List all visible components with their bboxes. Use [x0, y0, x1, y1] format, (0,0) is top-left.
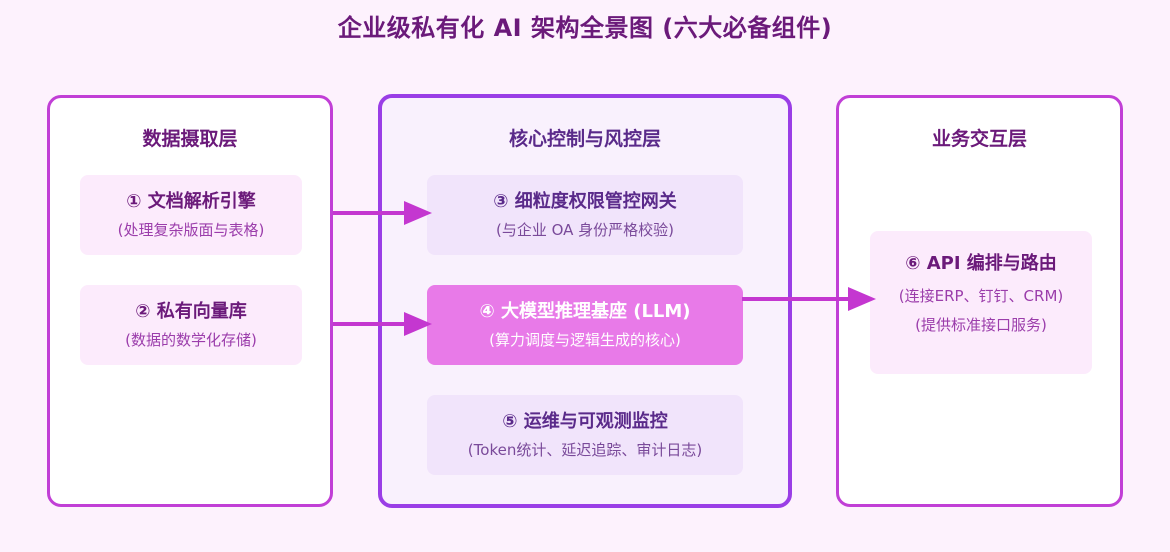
card-subtitle: (算力调度与逻辑生成的核心): [489, 331, 681, 349]
card-title: ⑥ API 编排与路由: [905, 253, 1057, 274]
panel-title-core-control: 核心控制与风控层: [508, 128, 661, 150]
panel-title-data-ingestion: 数据摄取层: [142, 128, 238, 150]
arrow-parser-to-gateway: [333, 201, 432, 225]
card-title: ③ 细粒度权限管控网关: [493, 191, 677, 212]
card-permission-gateway: ③ 细粒度权限管控网关 (与企业 OA 身份严格校验): [427, 175, 743, 255]
panel-data-ingestion: 数据摄取层 ① 文档解析引擎 (处理复杂版面与表格) ② 私有向量库 (数据的数…: [47, 95, 333, 507]
card-subtitle: (与企业 OA 身份严格校验): [495, 221, 675, 239]
card-ops-monitoring: ⑤ 运维与可观测监控 (Token统计、延迟追踪、审计日志): [427, 395, 743, 475]
arrow-vector-to-llm: [333, 312, 432, 336]
card-llm-inference-base: ④ 大模型推理基座 (LLM) (算力调度与逻辑生成的核心): [427, 285, 743, 365]
card-title: ② 私有向量库: [135, 301, 247, 322]
card-subtitle: (处理复杂版面与表格): [117, 221, 265, 239]
card-title: ① 文档解析引擎: [126, 191, 256, 212]
card-document-parser: ① 文档解析引擎 (处理复杂版面与表格): [80, 175, 302, 255]
diagram-title: 企业级私有化 AI 架构全景图 (六大必备组件): [337, 14, 833, 42]
panel-title-business-interaction: 业务交互层: [931, 128, 1027, 150]
arrow-llm-to-api: [742, 287, 876, 311]
card-subtitle: (Token统计、延迟追踪、审计日志): [467, 441, 703, 459]
card-subtitle: (数据的数学化存储): [125, 331, 257, 349]
card-subtitle-2: (提供标准接口服务): [915, 316, 1047, 334]
card-title: ④ 大模型推理基座 (LLM): [479, 301, 691, 322]
panel-core-control: 核心控制与风控层 ③ 细粒度权限管控网关 (与企业 OA 身份严格校验) ④ 大…: [378, 94, 792, 508]
card-api-orchestration: ⑥ API 编排与路由 (连接ERP、钉钉、CRM) (提供标准接口服务): [870, 231, 1092, 374]
card-vector-store: ② 私有向量库 (数据的数学化存储): [80, 285, 302, 365]
card-title: ⑤ 运维与可观测监控: [502, 411, 668, 432]
panel-business-interaction: 业务交互层 ⑥ API 编排与路由 (连接ERP、钉钉、CRM) (提供标准接口…: [836, 95, 1123, 507]
card-subtitle: (连接ERP、钉钉、CRM): [898, 287, 1064, 305]
